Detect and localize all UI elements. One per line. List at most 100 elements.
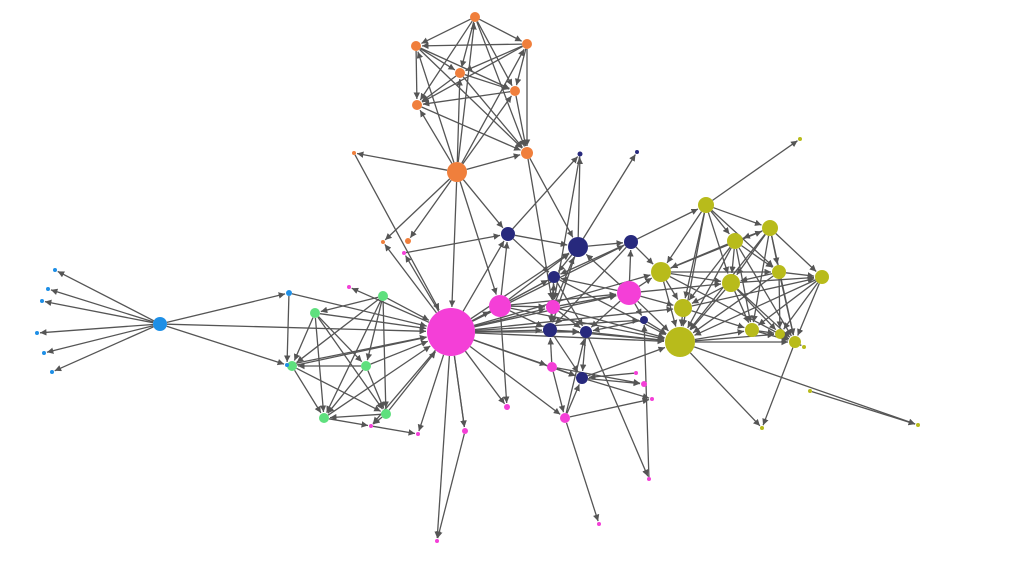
graph-node-olive [674, 299, 692, 317]
graph-edge [669, 276, 790, 340]
graph-node-olive [762, 220, 778, 236]
graph-edge [556, 368, 576, 377]
graph-edge [637, 208, 699, 240]
graph-edge [587, 337, 649, 477]
graph-node-magenta [617, 281, 641, 305]
graph-edge [500, 241, 510, 296]
graph-node-magenta [402, 251, 406, 255]
graph-edge [590, 300, 621, 328]
graph-edge [775, 233, 817, 272]
graph-node-magenta [546, 300, 560, 314]
graph-edge [457, 22, 477, 163]
graph-edge [453, 355, 467, 428]
graph-edge [39, 323, 154, 336]
graph-node-olive [745, 323, 759, 337]
graph-edge [319, 313, 427, 331]
graph-edge [466, 153, 521, 171]
graph-edge [384, 178, 451, 241]
graph-node-navy [640, 316, 648, 324]
graph-edge [326, 300, 382, 413]
graph-node-olive [651, 262, 671, 282]
graph-edge [647, 321, 667, 335]
graph-edge [739, 274, 815, 284]
graph-edge [470, 252, 570, 320]
graph-edge [46, 325, 154, 354]
graph-edge [783, 282, 819, 330]
graph-edge [640, 281, 722, 293]
graph-edge [569, 397, 650, 418]
graph-edge [556, 367, 641, 386]
graph-edge [588, 372, 635, 381]
graph-edge [329, 413, 382, 421]
graph-node-green [310, 308, 320, 318]
graph-edge [794, 339, 802, 347]
graph-edge [579, 337, 587, 372]
graph-edge [421, 75, 457, 102]
graph-node-magenta [435, 539, 439, 543]
graph-edge [508, 253, 570, 300]
graph-edge [691, 276, 815, 307]
graph-node-green [319, 413, 329, 423]
graph-edge [637, 300, 669, 332]
graph-node-navy [580, 326, 592, 338]
graph-edge [553, 335, 579, 373]
graph-edge [474, 294, 617, 328]
graph-node-green [287, 361, 297, 371]
graph-edge [421, 18, 471, 44]
graph-node-orange [455, 68, 465, 78]
graph-edge [582, 154, 636, 239]
graph-node-magenta [641, 381, 647, 387]
graph-node-navy [548, 271, 560, 283]
graph-edge [512, 238, 550, 273]
graph-node-olive [802, 345, 806, 349]
graph-edge [547, 337, 554, 363]
graph-node-blue [286, 290, 292, 296]
graph-edge [592, 320, 641, 333]
graph-edge [327, 345, 431, 416]
graph-edge [762, 347, 794, 426]
graph-edge [320, 296, 379, 314]
graph-edge [404, 255, 440, 312]
graph-edge [587, 379, 650, 400]
graph-edge [464, 350, 506, 405]
graph-node-blue [285, 363, 289, 367]
graph-edge [370, 340, 429, 365]
graph-edge [707, 212, 730, 274]
graph-node-magenta [369, 424, 373, 428]
graph-edge [638, 277, 653, 287]
graph-edge [736, 289, 777, 331]
graph-edge [665, 280, 679, 300]
graph-edge [514, 234, 568, 248]
graph-node-magenta [650, 397, 654, 401]
graph-edge [461, 48, 525, 164]
graph-edge [509, 279, 549, 302]
graph-edge [529, 157, 574, 238]
graph-node-magenta [347, 285, 351, 289]
graph-edge [474, 307, 546, 327]
graph-edge [409, 179, 452, 239]
graph-edge [758, 280, 817, 326]
graph-edge [712, 140, 798, 201]
graph-edge [421, 45, 523, 103]
graph-edge [510, 291, 617, 306]
graph-node-blue [42, 351, 46, 355]
graph-edge [710, 210, 730, 235]
graph-edge [627, 249, 634, 282]
graph-edge [474, 327, 543, 334]
graph-edge [296, 298, 380, 363]
graph-edge [515, 95, 528, 147]
graph-edge [456, 78, 463, 163]
graph-edge [510, 307, 665, 341]
graph-edge [356, 151, 448, 171]
graph-node-navy [501, 227, 515, 241]
graph-edge [785, 272, 815, 279]
graph-edge [465, 45, 523, 72]
graph-edge [387, 297, 430, 321]
graph-node-orange [510, 86, 520, 96]
graph-edge [166, 292, 286, 324]
graph-edge [694, 329, 745, 341]
graph-edge [166, 323, 427, 335]
graph-node-olive [727, 233, 743, 249]
graph-node-olive [665, 327, 695, 357]
